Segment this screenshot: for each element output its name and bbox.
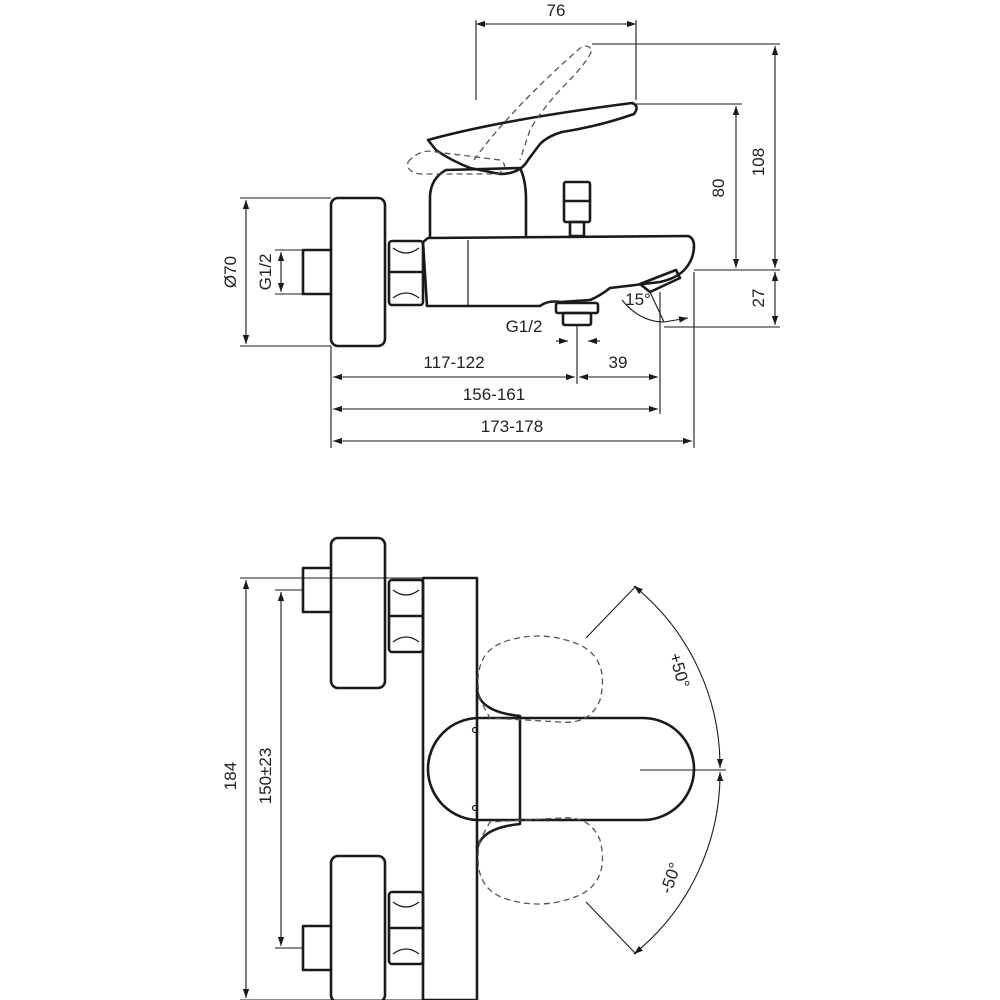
front-lever xyxy=(426,716,696,822)
front-lever-base xyxy=(475,688,522,852)
side-inlet-pipe xyxy=(301,248,333,296)
side-diverter xyxy=(562,180,592,238)
front-bottom-rosette xyxy=(329,854,387,1000)
side-aerator xyxy=(638,268,682,294)
dim-outlet-thread: G1/2 xyxy=(506,317,543,336)
dim-lever-reach: 76 xyxy=(547,1,566,20)
front-top-hex-nut xyxy=(387,578,425,654)
dim-rotation-up: +50° xyxy=(665,651,693,690)
dim-spout-to-lever: 80 xyxy=(709,179,728,198)
dim-inlet-centers: 150±23 xyxy=(256,748,275,805)
dim-spout-angle: 15° xyxy=(625,290,651,309)
side-view: 76 108 80 27 Ø70 G1/2 15° G1/2 117-122 3… xyxy=(221,1,780,448)
side-hex-nut xyxy=(387,239,425,307)
side-cartridge xyxy=(428,166,528,238)
dim-outlet-from-wall: 117-122 xyxy=(423,353,484,372)
front-mixer-body xyxy=(421,576,479,1000)
dim-spout-drop: 27 xyxy=(749,289,768,308)
side-wall-rosette xyxy=(329,196,387,348)
front-bottom-hex-nut xyxy=(387,890,425,966)
side-mixer-body xyxy=(421,234,696,308)
side-lever xyxy=(426,101,638,176)
front-lever-hidden-down xyxy=(477,817,604,905)
front-bottom-pipe xyxy=(301,924,333,972)
dim-rosette-diameter: Ø70 xyxy=(221,256,240,288)
dim-total-height: 108 xyxy=(749,148,768,176)
front-top-rosette xyxy=(329,536,387,690)
side-outlet-nozzle xyxy=(554,301,600,327)
side-lever-hidden xyxy=(473,45,593,161)
dim-rotation-down: -50° xyxy=(657,860,686,896)
dim-overall-depth: 173-178 xyxy=(481,417,543,436)
side-lever-hidden-2 xyxy=(407,150,506,175)
dim-spout-tip-from-wall: 156-161 xyxy=(463,385,525,404)
front-lever-hidden-up xyxy=(477,635,604,723)
front-view: 184 150±23 +50° -50° xyxy=(221,536,726,1000)
dim-inlet-thread: G1/2 xyxy=(256,254,275,291)
front-top-pipe xyxy=(301,566,333,614)
dim-outlet-offset: 39 xyxy=(609,353,628,372)
dim-overall-width: 184 xyxy=(221,762,240,790)
